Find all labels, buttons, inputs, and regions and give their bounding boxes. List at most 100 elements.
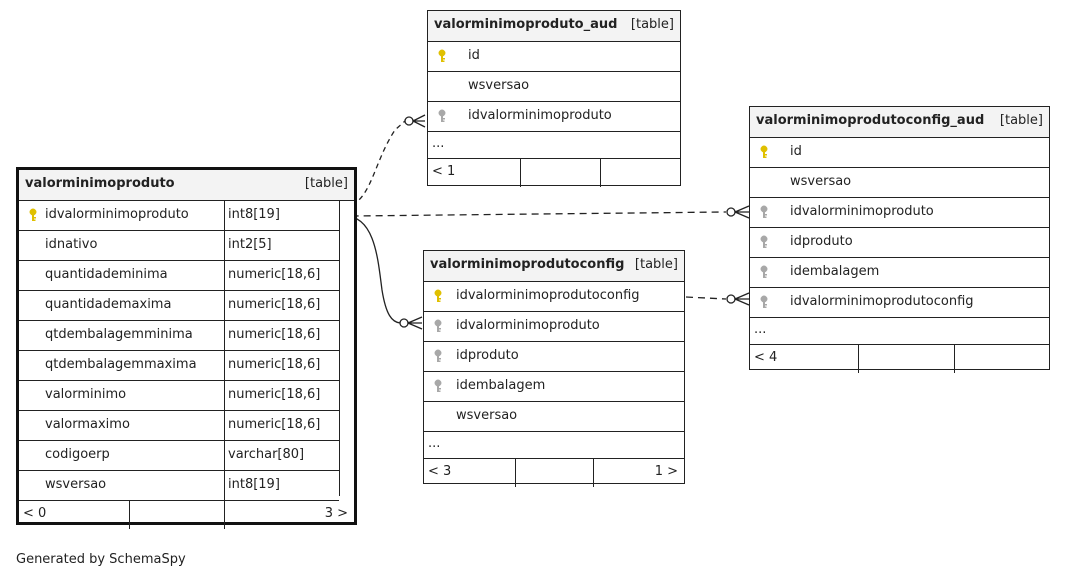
- footer-right: 3 >: [324, 506, 348, 521]
- table-header: valorminimoproduto [table]: [19, 170, 354, 201]
- column-row[interactable]: idproduto: [424, 342, 684, 372]
- column-name: idembalagem: [790, 264, 880, 279]
- more-columns-row: ...: [428, 132, 680, 159]
- primary-key-icon: [437, 49, 447, 63]
- column-row[interactable]: idvalorminimoproduto: [750, 198, 1049, 228]
- column-name: idvalorminimoproduto: [456, 318, 600, 333]
- vertical-scrollbar[interactable]: [339, 201, 354, 496]
- table-kind: [table]: [630, 17, 674, 32]
- column-name: idproduto: [456, 348, 519, 363]
- foreign-key-icon: [433, 379, 443, 393]
- relation-crowfoot-marker: [412, 114, 426, 128]
- table-valorminimoproduto[interactable]: valorminimoproduto [table] idvalorminimo…: [16, 167, 357, 529]
- relation-crowfoot-marker: [734, 205, 750, 219]
- table-name: valorminimoprodutoconfig_aud: [756, 113, 985, 128]
- column-type: numeric[18,6]: [228, 327, 321, 342]
- footer-left: < 4: [754, 350, 778, 365]
- column-row[interactable]: idvalorminimoproduto: [424, 312, 684, 342]
- relation-optional-marker: [399, 318, 409, 328]
- column-type: numeric[18,6]: [228, 357, 321, 372]
- column-row[interactable]: wsversao: [750, 168, 1049, 198]
- column-row[interactable]: idembalagem: [750, 258, 1049, 288]
- footer-right: 1 >: [654, 464, 678, 479]
- column-row[interactable]: idnativo int2[5]: [19, 231, 339, 261]
- primary-key-icon: [433, 289, 443, 303]
- relation-crowfoot-marker: [407, 316, 423, 330]
- column-name: idvalorminimoproduto: [790, 204, 934, 219]
- footer-cell: < 0: [19, 501, 130, 529]
- column-name: id: [468, 48, 480, 63]
- foreign-key-icon: [437, 109, 447, 123]
- ellipsis: ...: [428, 436, 441, 451]
- column-divider: [224, 201, 225, 230]
- column-row[interactable]: quantidademinima numeric[18,6]: [19, 261, 339, 291]
- column-name: quantidademinima: [45, 267, 168, 282]
- column-row[interactable]: qtdembalagemminima numeric[18,6]: [19, 321, 339, 351]
- table-header: valorminimoproduto_aud [table]: [428, 11, 680, 42]
- relation-valorminimoproduto-to-config-aud: [339, 211, 727, 217]
- column-row[interactable]: id: [428, 42, 680, 72]
- column-name: idvalorminimoproduto: [468, 108, 612, 123]
- more-columns-row: ...: [750, 318, 1049, 345]
- table-valorminimoproduto-aud[interactable]: valorminimoproduto_aud [table] id wsversa…: [427, 10, 681, 187]
- column-divider: [224, 291, 225, 320]
- column-type: numeric[18,6]: [228, 297, 321, 312]
- relation-valorminimoproduto-to-aud: [351, 120, 406, 206]
- foreign-key-icon: [433, 319, 443, 333]
- column-type: int2[5]: [228, 237, 272, 252]
- column-name: codigoerp: [45, 447, 110, 462]
- primary-key-icon: [759, 145, 769, 159]
- table-name: valorminimoproduto: [25, 176, 175, 191]
- column-name: idproduto: [790, 234, 853, 249]
- relation-valorminimoproduto-to-config: [344, 215, 401, 324]
- table-kind: [table]: [304, 176, 348, 191]
- footer-cell: 3 >: [225, 501, 354, 529]
- column-name: idembalagem: [456, 378, 546, 393]
- column-type: numeric[18,6]: [228, 387, 321, 402]
- foreign-key-icon: [759, 235, 769, 249]
- column-row[interactable]: wsversao: [424, 402, 684, 432]
- column-divider: [224, 321, 225, 350]
- column-divider: [224, 471, 225, 500]
- footer-cell: [955, 345, 1049, 373]
- relation-optional-marker: [404, 116, 414, 126]
- column-type: numeric[18,6]: [228, 267, 321, 282]
- table-valorminimoprodutoconfig[interactable]: valorminimoprodutoconfig [table] idvalor…: [423, 250, 685, 487]
- column-list: idvalorminimoprodutoconfig idvalorminimop…: [424, 282, 684, 432]
- column-name: idnativo: [45, 237, 98, 252]
- column-row[interactable]: idvalorminimoprodutoconfig: [750, 288, 1049, 318]
- more-columns-row: ...: [424, 432, 684, 459]
- footer-left: < 1: [432, 164, 456, 179]
- ellipsis: ...: [432, 136, 445, 151]
- column-type: varchar[80]: [228, 447, 305, 462]
- column-row[interactable]: wsversao: [428, 72, 680, 102]
- table-name: valorminimoprodutoconfig: [430, 257, 625, 272]
- column-row[interactable]: idvalorminimoproduto: [428, 102, 680, 132]
- column-name: qtdembalagemminima: [45, 327, 193, 342]
- foreign-key-icon: [759, 265, 769, 279]
- column-list: id wsversao idvalorminimoproduto: [428, 42, 680, 132]
- column-row[interactable]: idproduto: [750, 228, 1049, 258]
- column-divider: [224, 261, 225, 290]
- table-footer: < 0 3 >: [19, 501, 354, 529]
- column-name: idvalorminimoproduto: [45, 207, 189, 222]
- footer-cell: [516, 459, 594, 487]
- column-row[interactable]: id: [750, 138, 1049, 168]
- column-name: wsversao: [45, 477, 107, 492]
- column-row[interactable]: codigoerp varchar[80]: [19, 441, 339, 471]
- table-header: valorminimoprodutoconfig [table]: [424, 251, 684, 282]
- column-name: idvalorminimoprodutoconfig: [790, 294, 974, 309]
- table-footer: < 4: [750, 345, 1049, 373]
- column-row[interactable]: idembalagem: [424, 372, 684, 402]
- column-row[interactable]: idvalorminimoprodutoconfig: [424, 282, 684, 312]
- footer-left: < 0: [23, 506, 47, 521]
